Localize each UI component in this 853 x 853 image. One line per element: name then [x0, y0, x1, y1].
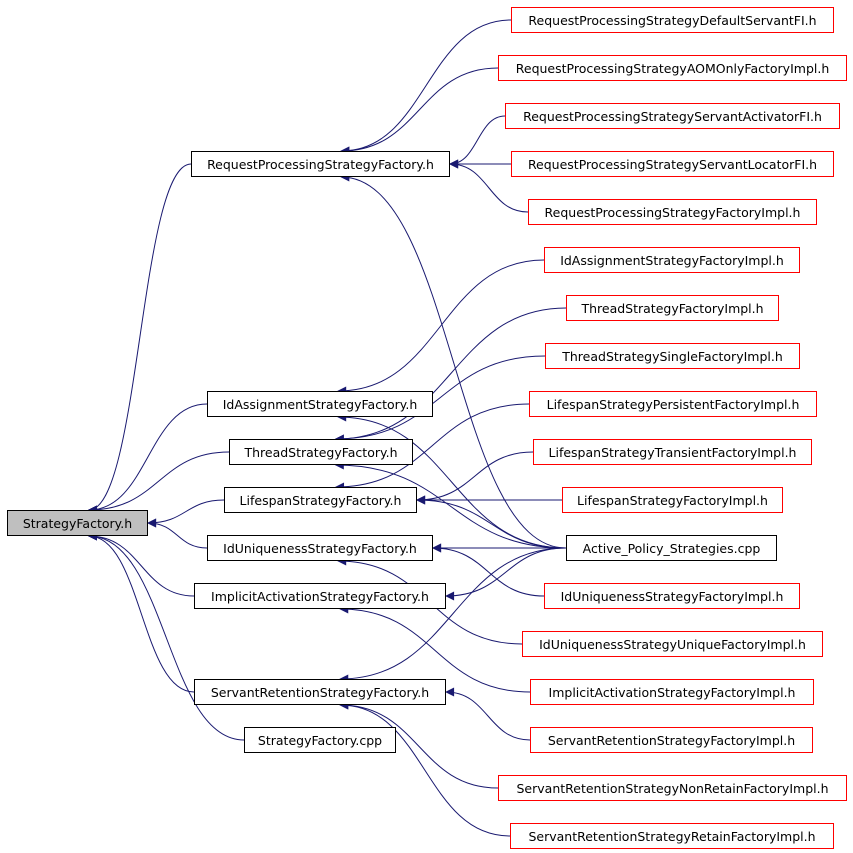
edge-servant_retention_h-to-strategy_factory_h — [87, 531, 195, 693]
edge-rps_factory_impl-to-rps_factory_h — [449, 159, 529, 213]
node-request-processing-strategy-aom-only-factory-impl-h[interactable]: RequestProcessingStrategyAOMOnlyFactoryI… — [498, 55, 847, 81]
node-thread-strategy-factory-impl-h[interactable]: ThreadStrategyFactoryImpl.h — [566, 295, 779, 321]
node-servant-retention-strategy-factory-impl-h[interactable]: ServantRetentionStrategyFactoryImpl.h — [530, 727, 813, 753]
edge-active_policy_cpp-to-servant_retention_h — [339, 547, 567, 684]
edge-lifespan_transient_impl-to-lifespan_h — [416, 451, 534, 505]
edge-lifespan_persistent_impl-to-lifespan_h — [335, 403, 530, 492]
node-servant-retention-strategy-retain-factory-impl-h[interactable]: ServantRetentionStrategyRetainFactoryImp… — [510, 823, 834, 849]
edge-servant_retention_retain_impl-to-servant_retention_h — [339, 700, 511, 837]
node-thread-strategy-factory-h[interactable]: ThreadStrategyFactory.h — [229, 439, 413, 465]
edge-active_policy_cpp-to-implicit_activation_h — [445, 547, 567, 601]
edge-id_uniqueness_h-to-strategy_factory_h — [147, 518, 208, 549]
node-lifespan-strategy-factory-impl-h[interactable]: LifespanStrategyFactoryImpl.h — [562, 487, 783, 513]
edge-implicit_activation_impl-to-implicit_activation_h — [339, 604, 531, 693]
edge-id_assignment_h-to-strategy_factory_h — [87, 403, 208, 515]
node-request-processing-strategy-servant-activator-fi-h[interactable]: RequestProcessingStrategyServantActivato… — [505, 103, 840, 129]
edge-active_policy_cpp-to-lifespan_h — [416, 495, 567, 549]
node-thread-strategy-single-factory-impl-h[interactable]: ThreadStrategySingleFactoryImpl.h — [545, 343, 800, 369]
edge-active_policy_cpp-to-rps_factory_h — [340, 172, 567, 549]
edge-active_policy_cpp-to-thread_h — [334, 460, 567, 549]
edge-strategy_factory_cpp-to-strategy_factory_h — [87, 531, 245, 741]
edge-rps_servant_activator-to-rps_factory_h — [449, 115, 506, 169]
edge-id_assignment_impl-to-id_assignment_h — [337, 259, 545, 396]
node-request-processing-strategy-factory-h[interactable]: RequestProcessingStrategyFactory.h — [191, 151, 450, 177]
node-id-uniqueness-strategy-unique-factory-impl-h[interactable]: IdUniquenessStrategyUniqueFactoryImpl.h — [522, 631, 823, 657]
node-lifespan-strategy-persistent-factory-impl-h[interactable]: LifespanStrategyPersistentFactoryImpl.h — [529, 391, 817, 417]
edge-thread_single_impl-to-thread_h — [334, 355, 546, 444]
edge-implicit_activation_h-to-strategy_factory_h — [87, 531, 195, 597]
node-id-uniqueness-strategy-factory-h[interactable]: IdUniquenessStrategyFactory.h — [207, 535, 433, 561]
node-active-policy-strategies-cpp[interactable]: Active_Policy_Strategies.cpp — [566, 535, 777, 561]
node-strategy-factory-h: StrategyFactory.h — [7, 510, 148, 536]
node-request-processing-strategy-factory-impl-h[interactable]: RequestProcessingStrategyFactoryImpl.h — [528, 199, 817, 225]
node-request-processing-strategy-default-servant-fi-h[interactable]: RequestProcessingStrategyDefaultServantF… — [511, 7, 834, 33]
edge-active_policy_cpp-to-id_assignment_h — [337, 412, 567, 549]
node-servant-retention-strategy-factory-h[interactable]: ServantRetentionStrategyFactory.h — [194, 679, 446, 705]
edge-id_uniqueness_impl-to-id_uniqueness_h — [432, 543, 545, 597]
edge-rps_factory_h-to-strategy_factory_h — [87, 163, 192, 515]
node-id-uniqueness-strategy-factory-impl-h[interactable]: IdUniquenessStrategyFactoryImpl.h — [544, 583, 800, 609]
node-id-assignment-strategy-factory-h[interactable]: IdAssignmentStrategyFactory.h — [207, 391, 433, 417]
edge-rps_default_servant-to-rps_factory_h — [340, 19, 512, 156]
edge-servant_retention_nonretain_impl-to-servant_retention_h — [339, 700, 499, 789]
node-lifespan-strategy-transient-factory-impl-h[interactable]: LifespanStrategyTransientFactoryImpl.h — [533, 439, 812, 465]
node-lifespan-strategy-factory-h[interactable]: LifespanStrategyFactory.h — [224, 487, 417, 513]
node-implicit-activation-strategy-factory-h[interactable]: ImplicitActivationStrategyFactory.h — [194, 583, 446, 609]
node-strategy-factory-cpp[interactable]: StrategyFactory.cpp — [244, 727, 396, 753]
edge-lifespan_h-to-strategy_factory_h — [147, 499, 225, 528]
node-implicit-activation-strategy-factory-impl-h[interactable]: ImplicitActivationStrategyFactoryImpl.h — [530, 679, 814, 705]
node-id-assignment-strategy-factory-impl-h[interactable]: IdAssignmentStrategyFactoryImpl.h — [544, 247, 800, 273]
node-request-processing-strategy-servant-locator-fi-h[interactable]: RequestProcessingStrategyServantLocatorF… — [511, 151, 834, 177]
edge-thread_h-to-strategy_factory_h — [87, 451, 230, 515]
edge-servant_retention_impl-to-servant_retention_h — [445, 687, 531, 741]
edge-thread_impl-to-thread_h — [334, 307, 567, 444]
node-servant-retention-strategy-non-retain-factory-impl-h[interactable]: ServantRetentionStrategyNonRetainFactory… — [498, 775, 847, 801]
edge-rps_aom_only-to-rps_factory_h — [340, 67, 499, 156]
